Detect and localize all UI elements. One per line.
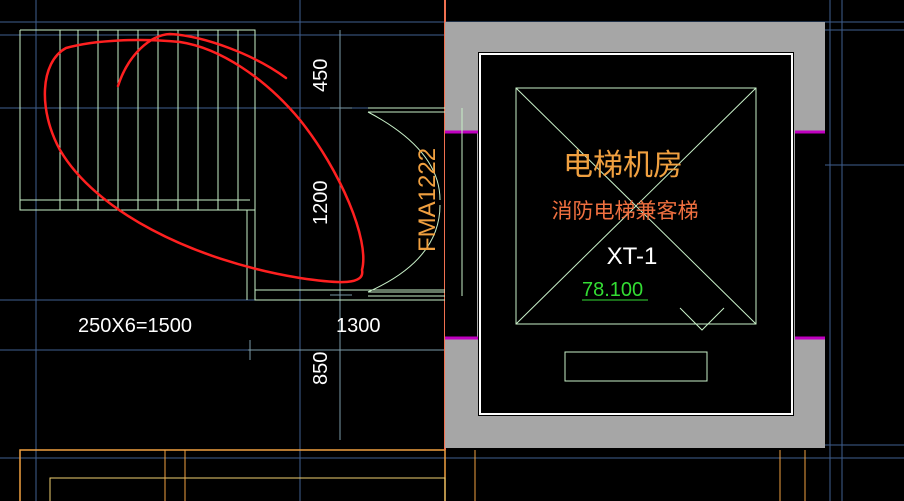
stair-tread-note: 250X6=1500 [78,315,192,337]
elevation-value: 78.100 [582,279,643,301]
counterweight-box [564,351,708,382]
room-name: 电梯机房 [563,148,683,183]
red-markup-annotation [43,32,365,284]
elevator-code: XT-1 [607,243,658,270]
machine-room [445,22,825,448]
door-swing [367,107,462,297]
dimension-middle: 1200 [310,181,332,226]
dimension-bottom: 850 [310,352,332,385]
room-subtitle: 消防电梯兼客梯 [552,199,699,223]
elevator-shaft-symbol [515,87,757,331]
door-label: FMA1222 [414,148,441,252]
stair-treads [19,29,445,301]
dimension-top: 450 [310,59,332,92]
dimension-width: 1300 [336,315,381,337]
